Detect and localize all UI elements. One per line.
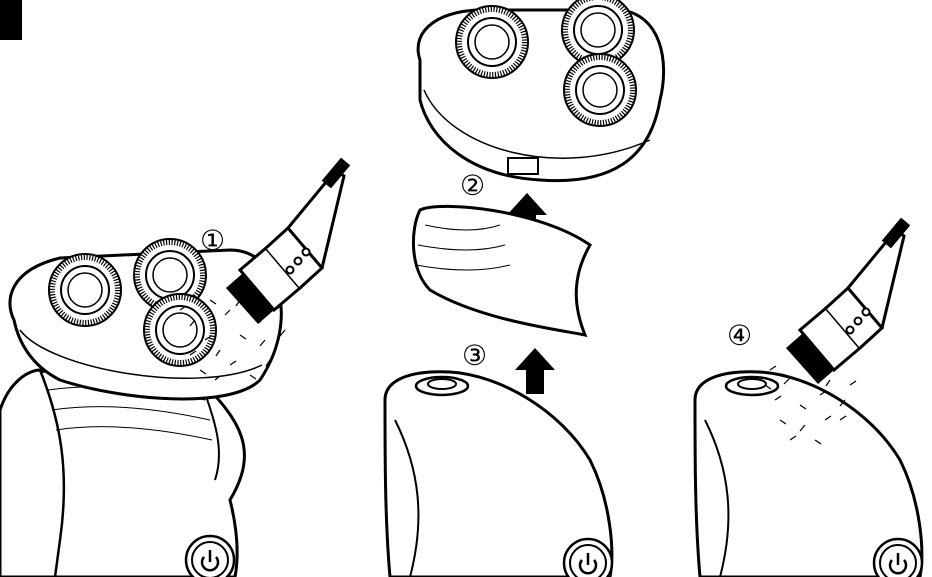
shaver-body-center bbox=[383, 370, 614, 577]
shaving-head bbox=[416, 0, 666, 183]
hair-particles bbox=[764, 365, 857, 445]
step-3-label: ③ bbox=[462, 339, 487, 372]
arrow-up-icon bbox=[515, 348, 555, 394]
cleaning-brush-icon bbox=[784, 216, 912, 386]
cleaning-brush-icon bbox=[224, 156, 352, 326]
hair-chamber bbox=[411, 204, 592, 338]
corner-marker bbox=[0, 0, 22, 40]
step-1-label: ① bbox=[200, 224, 225, 257]
shaver-assembled bbox=[0, 239, 283, 577]
shaver-body-right bbox=[693, 370, 924, 577]
step-2-label: ② bbox=[460, 169, 485, 202]
hair-particles bbox=[179, 299, 286, 381]
step-4-label: ④ bbox=[727, 319, 752, 352]
